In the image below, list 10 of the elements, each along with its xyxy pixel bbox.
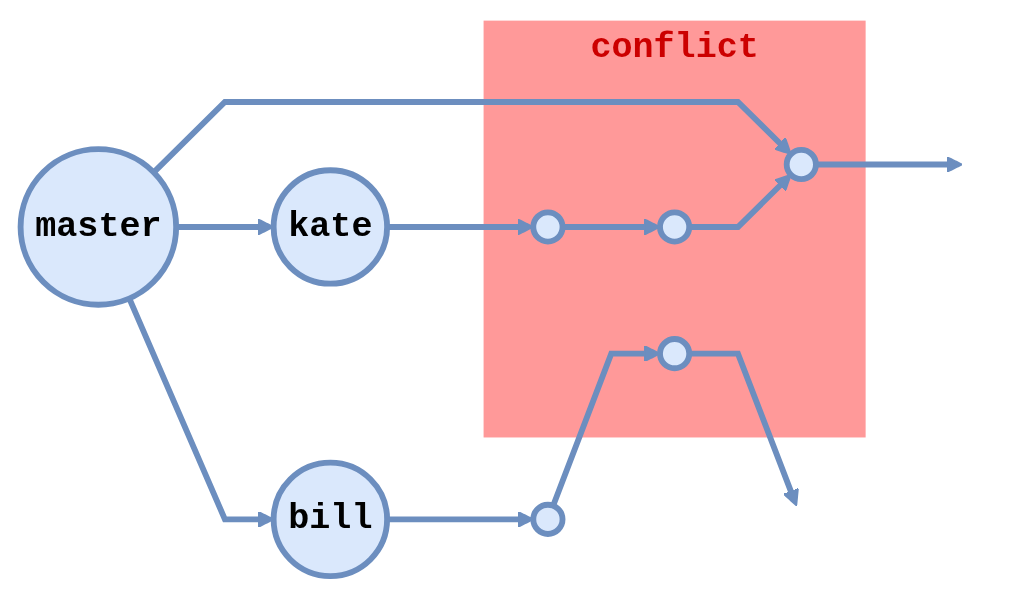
arrow [151, 98, 792, 175]
node-circle [656, 335, 692, 371]
node-circle: master [17, 145, 179, 308]
cluster: conflict [483, 20, 866, 438]
node-circle [529, 209, 565, 245]
node-circle [783, 146, 819, 182]
node-circle: bill [270, 459, 390, 579]
node-circle [656, 209, 692, 245]
node-circle: kate [270, 166, 390, 287]
node-circle [529, 501, 565, 537]
